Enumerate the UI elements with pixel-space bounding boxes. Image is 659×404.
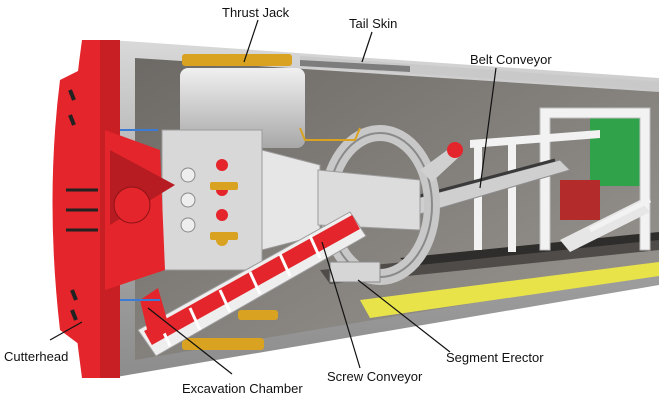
label-segment-erector: Segment Erector — [446, 350, 544, 365]
label-belt-conveyor: Belt Conveyor — [470, 52, 552, 67]
label-excavation-chamber: Excavation Chamber — [182, 381, 303, 396]
leader-lines — [49, 19, 497, 375]
label-tail-skin: Tail Skin — [349, 16, 397, 31]
label-thrust-jack: Thrust Jack — [222, 5, 290, 20]
label-cutterhead: Cutterhead — [4, 349, 68, 364]
label-screw-conveyor: Screw Conveyor — [327, 369, 423, 384]
cutterhead — [52, 40, 175, 378]
central-machinery — [161, 68, 463, 271]
screw-conveyor — [137, 211, 367, 357]
thrust-jacks — [182, 54, 292, 350]
